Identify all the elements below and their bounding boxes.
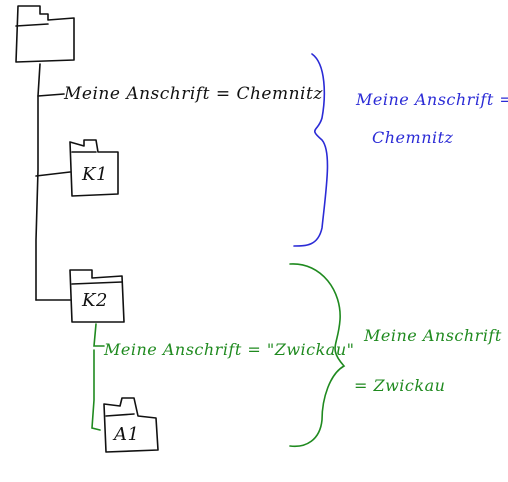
root-folder-icon <box>15 5 75 63</box>
blue-annotation-line2: Chemnitz <box>372 128 454 147</box>
folder-a1-label: A1 <box>114 424 140 445</box>
green-annotation-line1: Meine Anschrift <box>364 326 502 345</box>
tree-trunk <box>35 63 71 301</box>
folder-k1-label: K1 <box>82 164 108 185</box>
green-annotation-line2: = Zwickau <box>354 376 446 395</box>
folder-k1-icon <box>69 139 119 197</box>
item1-text: Meine Anschrift = Chemnitz <box>64 84 323 104</box>
folder-a1-icon <box>103 397 159 453</box>
item-k2-text: Meine Anschrift = "Zwickau" <box>104 340 355 359</box>
blue-annotation-line1: Meine Anschrift = <box>356 90 508 109</box>
folder-k2-label: K2 <box>82 290 108 311</box>
blue-brace <box>293 53 329 247</box>
green-brace <box>289 263 346 448</box>
k2-subtree-lines <box>91 323 105 431</box>
folder-k2-icon <box>69 269 125 323</box>
